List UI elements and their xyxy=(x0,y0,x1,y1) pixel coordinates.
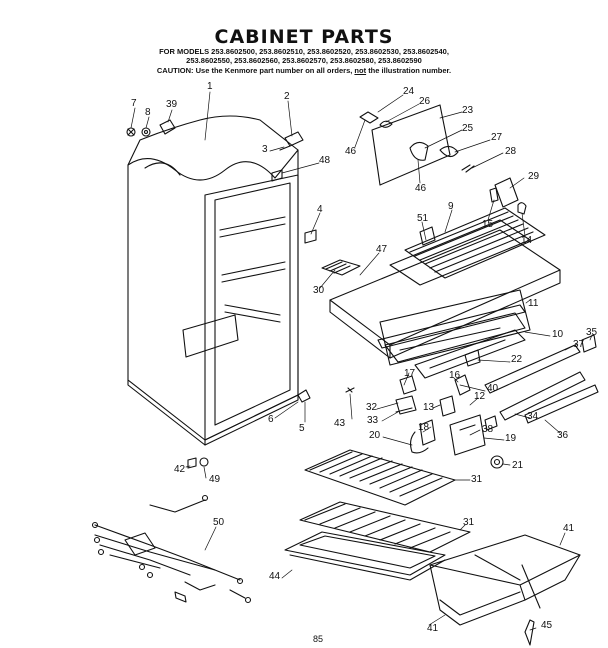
shelf-support xyxy=(414,329,526,379)
callout-6: 6 xyxy=(268,414,274,425)
caution-not: not xyxy=(354,66,367,75)
callout-34: 34 xyxy=(527,411,539,422)
callout-22: 22 xyxy=(511,354,523,365)
callout-17: 17 xyxy=(404,368,416,379)
callout-43: 43 xyxy=(334,418,346,429)
callout-46: 46 xyxy=(345,146,357,157)
diagram-title: CABINET PARTS xyxy=(214,26,394,48)
caution-prefix: CAUTION: Use the Kenmore part number on … xyxy=(156,66,353,75)
model-list-line-1: FOR MODELS 253.8602500, 253.8602510, 253… xyxy=(159,47,449,56)
callout-31b: 31 xyxy=(463,517,475,528)
model-list-line-2: 253.8602550, 253.8602560, 253.8602570, 2… xyxy=(186,56,422,65)
callout-36: 36 xyxy=(557,430,569,441)
callout-21: 21 xyxy=(512,460,524,471)
page-number: 85 xyxy=(313,634,324,644)
callout-15: 15 xyxy=(482,219,494,230)
callout-13: 13 xyxy=(423,402,435,413)
callout-5: 5 xyxy=(299,423,305,434)
callout-14: 14 xyxy=(521,235,533,246)
callout-26: 26 xyxy=(419,96,431,107)
callout-23: 23 xyxy=(462,105,474,116)
callout-31a: 31 xyxy=(471,474,483,485)
wiring-harness xyxy=(91,494,252,604)
callout-9: 9 xyxy=(448,201,454,212)
callout-25: 25 xyxy=(462,123,474,134)
hinge-parts xyxy=(395,349,504,469)
callout-35: 35 xyxy=(586,327,598,338)
callout-32: 32 xyxy=(366,402,378,413)
light-housing xyxy=(359,104,527,215)
glass-shelves xyxy=(284,449,471,581)
callout-48: 48 xyxy=(319,155,331,166)
meat-pan-drawer xyxy=(377,289,531,366)
callout-30: 30 xyxy=(313,285,325,296)
callout-27: 27 xyxy=(491,132,503,143)
callout-38: 38 xyxy=(482,424,494,435)
rail-assembly xyxy=(484,334,599,424)
callout-19: 19 xyxy=(505,433,517,444)
leader-lines xyxy=(130,91,593,631)
callout-11: 11 xyxy=(528,298,539,309)
callout-28: 28 xyxy=(505,146,517,157)
callout-49: 49 xyxy=(209,474,221,485)
callout-2: 2 xyxy=(284,91,290,102)
callout-4: 4 xyxy=(317,204,323,215)
callout-12: 12 xyxy=(474,391,486,402)
callout-29: 29 xyxy=(528,171,540,182)
callout-42: 42 xyxy=(174,464,186,475)
callout-44: 44 xyxy=(269,571,281,582)
control-panel xyxy=(321,259,361,276)
callout-20: 20 xyxy=(369,430,381,441)
callout-33: 33 xyxy=(367,415,379,426)
crisper-cover-assembly xyxy=(329,207,561,359)
callout-18: 18 xyxy=(418,422,430,433)
caution-note: CAUTION: Use the Kenmore part number on … xyxy=(0,66,608,75)
callout-16: 16 xyxy=(449,370,461,381)
callout-39: 39 xyxy=(166,99,178,110)
callout-40: 40 xyxy=(487,383,499,394)
callout-3: 3 xyxy=(262,144,268,155)
callout-41b: 41 xyxy=(427,623,439,634)
callout-41a: 41 xyxy=(563,523,575,534)
crisper-pans xyxy=(429,534,581,646)
callout-50: 50 xyxy=(213,517,225,528)
callout-7: 7 xyxy=(131,98,137,109)
callout-37: 37 xyxy=(573,339,585,350)
callout-46b: 46 xyxy=(415,183,427,194)
callout-24: 24 xyxy=(403,86,415,97)
callout-8: 8 xyxy=(145,107,151,118)
callout-45: 45 xyxy=(541,620,553,631)
callout-47: 47 xyxy=(376,244,388,255)
callout-51: 51 xyxy=(417,213,429,224)
callout-10: 10 xyxy=(552,329,564,340)
cabinet-shell xyxy=(127,115,299,446)
model-list: FOR MODELS 253.8602500, 253.8602510, 253… xyxy=(0,47,608,65)
callout-1: 1 xyxy=(207,81,213,92)
caution-suffix: the illustration number. xyxy=(368,66,452,75)
